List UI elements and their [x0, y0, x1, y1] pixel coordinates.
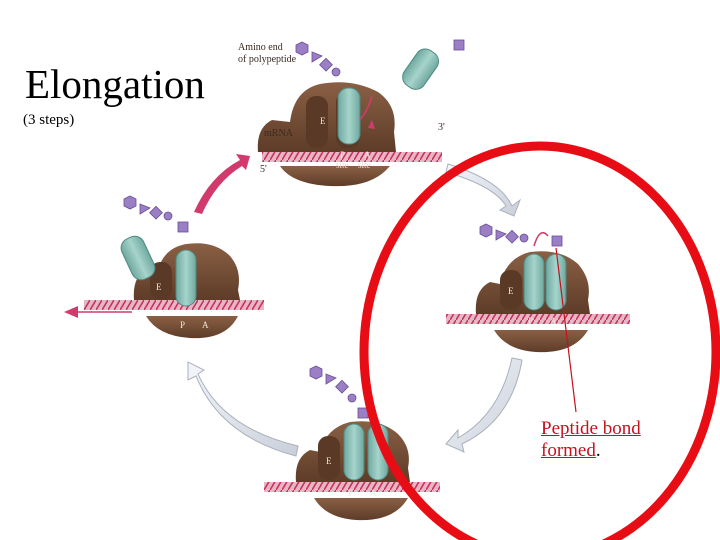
- peptide-bond-note: Peptide bond formed.: [541, 418, 641, 462]
- bottom-a-label: A: [370, 488, 377, 498]
- peptide-bond-line1: Peptide bond: [541, 418, 641, 439]
- ribosome-top: E P A site site 3' 5' mRNA Amino end of …: [238, 39, 465, 187]
- amino-end-label: Amino end: [238, 42, 283, 53]
- page-title: Elongation: [25, 61, 205, 107]
- left-polypeptide-chain: [123, 195, 189, 233]
- ribosome-right: E P A: [446, 223, 630, 353]
- peptide-bond-period: .: [595, 440, 601, 461]
- ribosome-left: E P A: [64, 195, 264, 339]
- top-p-site-word: site: [336, 160, 349, 170]
- right-p-label: P: [528, 316, 533, 326]
- top-a-label: A: [364, 150, 371, 160]
- mrna-label: mRNA: [264, 128, 294, 139]
- top-e-site-label: E: [320, 116, 326, 126]
- peptide-bond-pointer: [555, 247, 577, 413]
- polypeptide-label: of polypeptide: [238, 54, 297, 65]
- bottom-polypeptide-chain: [309, 365, 369, 419]
- left-e-site-label: E: [156, 282, 162, 292]
- right-polypeptide-chain: [479, 223, 563, 247]
- bottom-p-label: P: [348, 488, 353, 498]
- left-a-label: A: [202, 320, 209, 330]
- top-polypeptide-chain: [295, 39, 465, 77]
- top-p-label: P: [340, 150, 345, 160]
- right-a-label: A: [550, 316, 557, 326]
- five-prime-label: 5': [260, 164, 267, 175]
- left-p-label: P: [180, 320, 185, 330]
- top-a-site-word: site: [358, 160, 371, 170]
- highlight-ellipse: [359, 141, 720, 540]
- bottom-e-site-label: E: [326, 456, 332, 466]
- peptide-bond-line2: formed: [541, 440, 596, 461]
- cycle-arrow-bottom-left: [187, 361, 299, 457]
- cycle-arrow-top-right: [445, 163, 522, 217]
- cycle-arrow-bottom-right: [445, 357, 523, 453]
- right-e-site-label: E: [508, 286, 514, 296]
- page-subtitle: (3 steps): [23, 112, 75, 128]
- three-prime-label: 3': [438, 122, 445, 133]
- cycle-arrow-top-left: [194, 154, 250, 214]
